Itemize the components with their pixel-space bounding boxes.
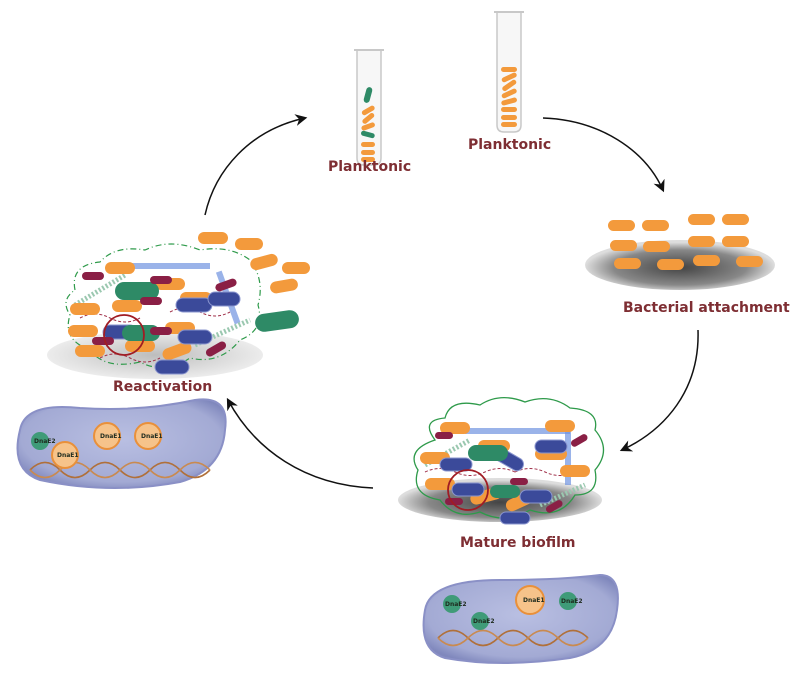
stage-label-planktonic-1: Planktonic	[328, 159, 412, 175]
protein-dnae2	[471, 612, 489, 630]
test-tube-mixed	[354, 49, 384, 166]
attachment-illustration	[585, 214, 775, 290]
protein-dnae1	[93, 422, 121, 450]
protein-label: DnaE2	[445, 601, 467, 608]
protein-dnae2	[559, 592, 577, 610]
protein-label: DnaE2	[34, 438, 56, 445]
protein-dnae1	[51, 441, 79, 469]
stage-label-reactivation: Reactivation	[113, 379, 213, 395]
test-tube-orange	[494, 11, 524, 133]
arrow-planktonic-to-attachment	[542, 117, 665, 193]
protein-dnae2	[31, 432, 49, 450]
protein-label: DnaE1	[141, 433, 163, 440]
arrow-attachment-to-mature	[619, 329, 699, 452]
stage-label-bacterial-attachment: Bacterial attachment	[623, 300, 790, 316]
protein-dnae2	[443, 595, 461, 613]
protein-label: DnaE2	[561, 598, 583, 605]
stage-label-planktonic-2: Planktonic	[468, 137, 552, 153]
mature-biofilm-illustration	[398, 397, 605, 525]
protein-label: DnaE1	[100, 433, 122, 440]
protein-label: DnaE1	[57, 452, 79, 459]
protein-dnae1	[134, 422, 162, 450]
arrow-reactivation-to-planktonic	[204, 114, 308, 216]
reactivation-illustration	[47, 232, 310, 379]
mature-cell: DnaE2 DnaE2 DnaE1 DnaE2	[422, 573, 619, 664]
protein-dnae1	[515, 585, 545, 615]
protein-label: DnaE2	[473, 618, 495, 625]
stage-label-mature-biofilm: Mature biofilm	[460, 535, 576, 551]
reactivation-cell: DnaE2 DnaE1 DnaE1 DnaE1	[16, 398, 227, 489]
protein-label: DnaE1	[523, 597, 545, 604]
arrow-mature-to-reactivation	[226, 397, 374, 489]
